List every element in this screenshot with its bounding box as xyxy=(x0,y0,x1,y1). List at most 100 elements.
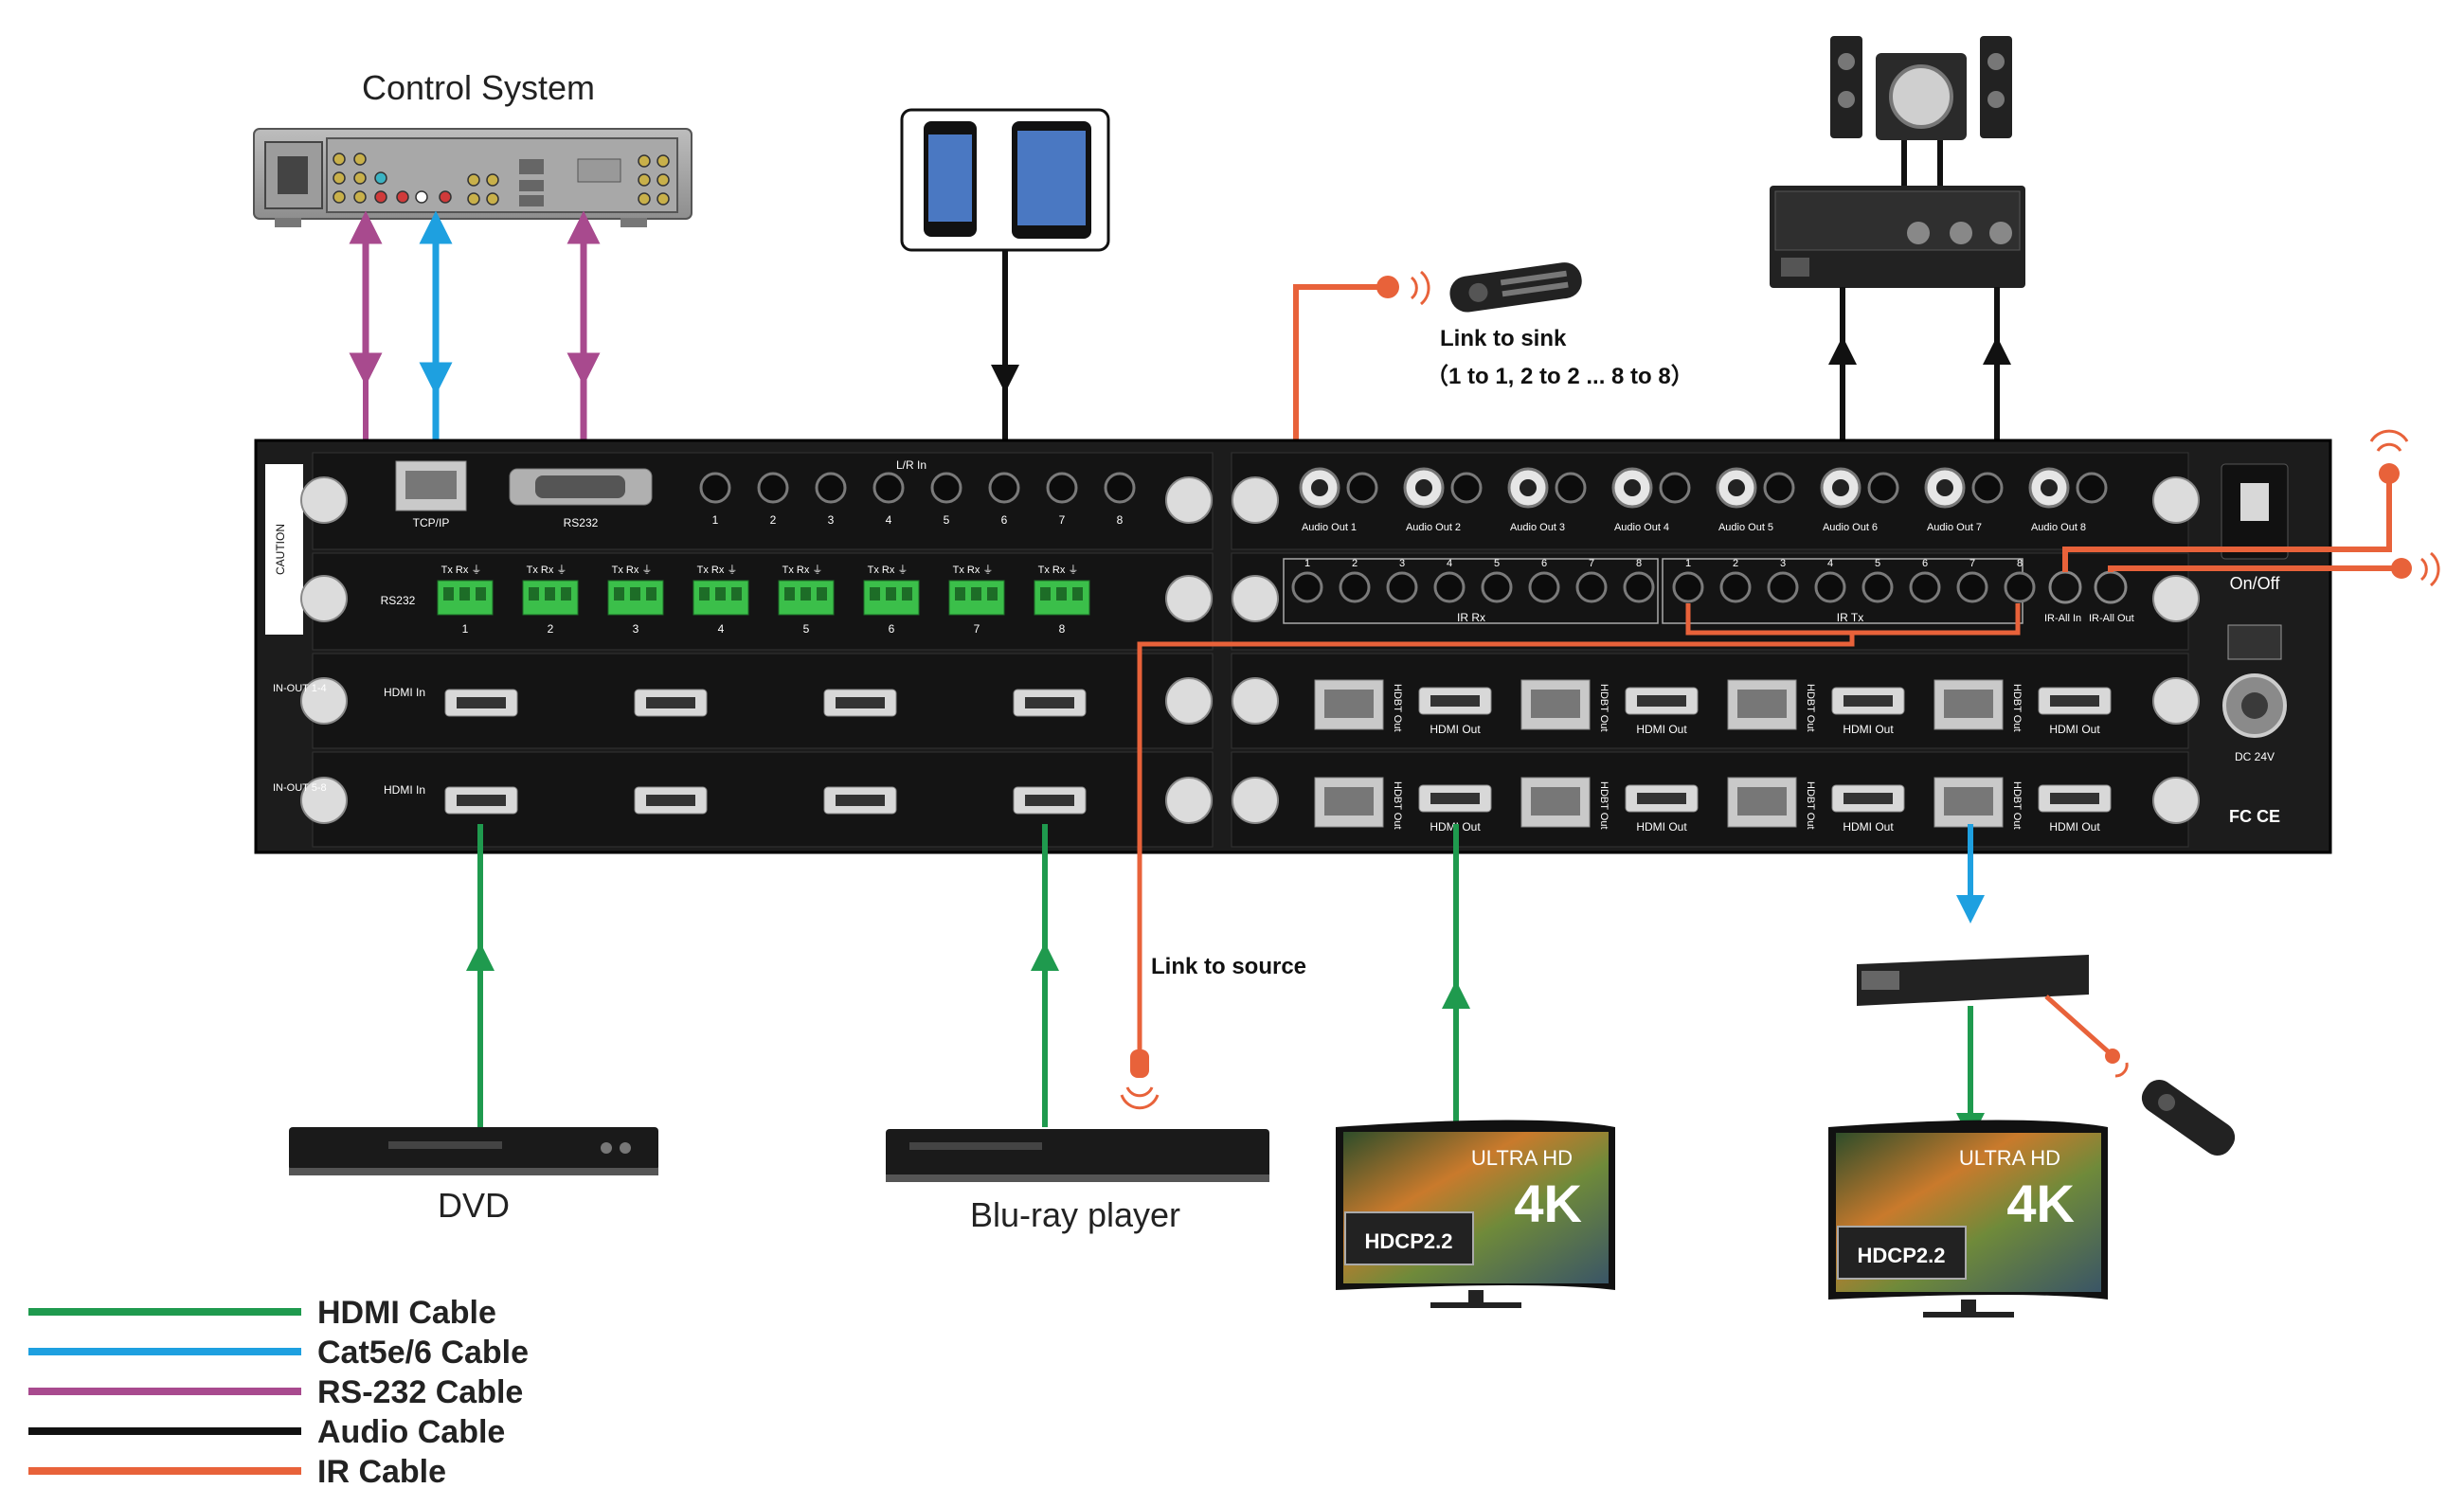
terminal-slot xyxy=(715,587,726,601)
audio-out-jack-core xyxy=(1936,479,1953,496)
tv1-res: 4K xyxy=(1514,1174,1582,1233)
hdbt-out-label: HDBT Out xyxy=(1392,781,1403,830)
audio-out-jack-small xyxy=(2076,472,2108,504)
hdbt-port-slot xyxy=(1944,690,1993,718)
terminal-number: 4 xyxy=(718,622,725,636)
hdmi-out-label: HDMI Out xyxy=(1636,820,1687,834)
hdmi-in-ports xyxy=(444,689,1087,815)
terminal-slot xyxy=(784,587,795,601)
lr-in-number: 2 xyxy=(770,513,777,527)
hdbt-port-slot xyxy=(1324,787,1374,816)
txrx-label: Tx Rx ⏚ xyxy=(953,564,994,576)
lr-in-number: 1 xyxy=(712,513,719,527)
ir-tx-jack xyxy=(1909,571,1941,603)
lr-in-number: 7 xyxy=(1059,513,1066,527)
terminal-slot xyxy=(443,587,454,601)
lr-in-jack xyxy=(1046,472,1078,504)
rs232-port-label: RS232 xyxy=(564,516,599,529)
ir-rx-jack xyxy=(1291,571,1323,603)
txrx-label: Tx Rx ⏚ xyxy=(441,564,482,576)
terminal-number: 5 xyxy=(803,622,810,636)
lr-in-jack xyxy=(815,472,847,504)
hdmi-in-port-slot xyxy=(1025,697,1074,708)
ir-tx-number: 5 xyxy=(1875,558,1880,569)
hdmi-in-port-slot xyxy=(646,697,695,708)
terminal-slot xyxy=(545,587,555,601)
lr-in-jack xyxy=(988,472,1020,504)
control-system: Control System xyxy=(253,68,692,227)
txrx-terminals: Tx Rx ⏚1Tx Rx ⏚2Tx Rx ⏚3Tx Rx ⏚4Tx Rx ⏚5… xyxy=(437,564,1090,636)
terminal-slot xyxy=(817,587,827,601)
audio-out-jack-small xyxy=(1346,472,1378,504)
hdbt-out-label: HDBT Out xyxy=(1598,781,1610,830)
audio-out-label: Audio Out 5 xyxy=(1718,522,1773,533)
lr-in-jacks xyxy=(699,472,1136,504)
lr-in-jack xyxy=(757,472,789,504)
hdbt-port-slot xyxy=(1324,690,1374,718)
ir-all-cables xyxy=(2062,429,2440,587)
hdbt-port-slot xyxy=(1531,690,1580,718)
ir-tx-jack xyxy=(1767,571,1799,603)
lr-in-jack xyxy=(1104,472,1136,504)
audio-out-label: Audio Out 8 xyxy=(2031,522,2086,533)
hdbt-port-slot xyxy=(1737,787,1787,816)
hdmi-out-label: HDMI Out xyxy=(1636,723,1687,736)
terminal-slot xyxy=(987,587,998,601)
lr-in-number: 8 xyxy=(1117,513,1124,527)
audio-out-jack-core xyxy=(2041,479,2058,496)
ir-rx-number: 4 xyxy=(1447,558,1452,569)
hdbt-out-label: HDBT Out xyxy=(1805,781,1816,830)
terminal-slot xyxy=(1040,587,1051,601)
ir-rx-label: IR Rx xyxy=(1457,611,1485,624)
terminal-slot xyxy=(886,587,896,601)
ir-tx-jack xyxy=(1956,571,1988,603)
ir-all-in-label: IR-All In xyxy=(2044,613,2081,624)
audio-out-label: Audio Out 6 xyxy=(1823,522,1878,533)
ir-rx-number: 6 xyxy=(1541,558,1547,569)
rs232-terminal-label: RS232 xyxy=(381,594,416,607)
audio-out-jack-core xyxy=(1728,479,1745,496)
hdbt-out-label: HDBT Out xyxy=(2011,781,2023,830)
hdmi-out-label: HDMI Out xyxy=(1430,723,1481,736)
hdbt-port-slot xyxy=(1944,787,1993,816)
tv2-hdcp: HDCP2.2 xyxy=(1858,1244,1946,1267)
legend-label: Audio Cable xyxy=(317,1414,505,1450)
display-1: ULTRA HD 4K HDCP2.2 xyxy=(1336,824,1615,1308)
audio-out-label: Audio Out 1 xyxy=(1302,522,1357,533)
hdmi-out-slot xyxy=(1430,793,1480,804)
hdmi-out-slot xyxy=(1844,793,1893,804)
ir-all-out-label: IR-All Out xyxy=(2089,613,2134,624)
ir-rx-jack xyxy=(1481,571,1513,603)
audio-out-label: Audio Out 4 xyxy=(1614,522,1669,533)
legend-label: HDMI Cable xyxy=(317,1295,496,1331)
txrx-label: Tx Rx ⏚ xyxy=(527,564,567,576)
ir-tx-jack xyxy=(1861,571,1894,603)
txrx-label: Tx Rx ⏚ xyxy=(612,564,653,576)
ir-tx-label: IR Tx xyxy=(1837,611,1863,624)
terminal-slot xyxy=(646,587,656,601)
txrx-label: Tx Rx ⏚ xyxy=(782,564,823,576)
audio-out-jack-small xyxy=(1763,472,1795,504)
terminal-slot xyxy=(800,587,811,601)
audio-out-label: Audio Out 3 xyxy=(1510,522,1565,533)
ir-rx-number: 8 xyxy=(1636,558,1642,569)
hdmi-out-label: HDMI Out xyxy=(2049,820,2100,834)
ir-tx-jack xyxy=(1814,571,1846,603)
dvd-label: DVD xyxy=(438,1186,510,1225)
lr-in-number: 6 xyxy=(1001,513,1008,527)
terminal-slot xyxy=(699,587,710,601)
ir-tx-jack xyxy=(1672,571,1704,603)
audio-out-jack-small xyxy=(1867,472,1899,504)
bluray-source: Blu-ray player xyxy=(886,824,1269,1234)
tv2-res: 4K xyxy=(2006,1174,2075,1233)
lr-in-number: 3 xyxy=(828,513,835,527)
hdmi-in-port-slot xyxy=(836,697,885,708)
tv2-brand: ULTRA HD xyxy=(1959,1146,2060,1170)
audio-out-jack-small xyxy=(1971,472,2004,504)
legend-label: Cat5e/6 Cable xyxy=(317,1335,529,1371)
ir-rx-jack xyxy=(1528,571,1560,603)
bluray-label: Blu-ray player xyxy=(970,1195,1180,1234)
hdmi-out-slot xyxy=(2050,793,2099,804)
